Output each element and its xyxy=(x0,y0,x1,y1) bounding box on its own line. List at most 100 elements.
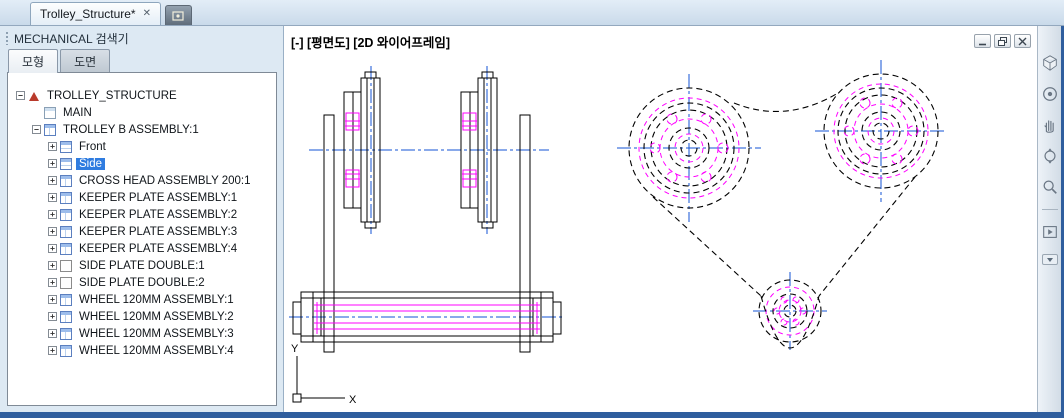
assembly-icon xyxy=(60,310,72,323)
pan-hand-icon[interactable] xyxy=(1041,116,1059,134)
tree-expander-icon[interactable]: + xyxy=(48,295,57,304)
tree-item[interactable]: + WHEEL 120MM ASSEMBLY:1 xyxy=(12,291,276,308)
viewport-visual-style-control[interactable]: [2D 와이어프레임] xyxy=(353,36,451,50)
tree-item[interactable]: + CROSS HEAD ASSEMBLY 200:1 xyxy=(12,172,276,189)
navigation-bar xyxy=(1037,26,1061,412)
viewport-view-control[interactable]: [평면도] xyxy=(306,36,350,50)
tree-expander-icon[interactable]: + xyxy=(48,227,57,236)
steering-wheel-icon[interactable] xyxy=(1041,85,1059,103)
tree-item[interactable]: + Front xyxy=(12,138,276,155)
tree-item[interactable]: + KEEPER PLATE ASSEMBLY:2 xyxy=(12,206,276,223)
tree-item-label: TROLLEY_STRUCTURE xyxy=(47,89,177,102)
document-tab[interactable]: Trolley_Structure* ✕ xyxy=(30,2,161,25)
tree-item-label: SIDE PLATE DOUBLE:2 xyxy=(79,276,205,289)
tab-model[interactable]: 모형 xyxy=(8,49,59,73)
model-tree[interactable]: − TROLLEY_STRUCTURE MAIN − TROLLEY B ASS… xyxy=(7,72,277,406)
tree-item-label: WHEEL 120MM ASSEMBLY:3 xyxy=(79,327,234,340)
document-tab-bar: Trolley_Structure* ✕ xyxy=(0,0,1064,26)
tree-item-label: KEEPER PLATE ASSEMBLY:4 xyxy=(79,242,238,255)
tree-item[interactable]: + KEEPER PLATE ASSEMBLY:3 xyxy=(12,223,276,240)
tree-item-label: WHEEL 120MM ASSEMBLY:2 xyxy=(79,310,234,323)
tree-item[interactable]: + WHEEL 120MM ASSEMBLY:2 xyxy=(12,308,276,325)
window-bottom-edge xyxy=(0,412,1064,418)
tree-item[interactable]: + SIDE PLATE DOUBLE:2 xyxy=(12,274,276,291)
tree-item[interactable]: MAIN xyxy=(12,104,276,121)
tab-close-icon[interactable]: ✕ xyxy=(142,8,151,19)
assembly-root-icon xyxy=(28,90,40,102)
part-icon xyxy=(60,259,72,272)
tree-item-label: WHEEL 120MM ASSEMBLY:1 xyxy=(79,293,234,306)
tree-item-label: Front xyxy=(79,140,106,153)
navbar-divider xyxy=(1041,209,1058,210)
viewport-menu-control[interactable]: [-] xyxy=(291,36,304,50)
browser-tabs: 모형 도면 xyxy=(0,49,283,73)
new-tab-icon xyxy=(172,10,185,21)
ucs-icon: Y X xyxy=(291,343,357,406)
zoom-icon[interactable] xyxy=(1041,178,1059,196)
mechanical-browser-panel: MECHANICAL 검색기 모형 도면 − TROLLEY_STRUCTURE… xyxy=(0,26,283,412)
close-icon xyxy=(1018,37,1027,45)
tree-expander-icon[interactable]: + xyxy=(48,210,57,219)
close-button[interactable] xyxy=(1014,34,1031,48)
tree-item[interactable]: + Side xyxy=(12,155,276,172)
tree-expander-icon[interactable]: + xyxy=(48,176,57,185)
tree-expander-icon[interactable]: + xyxy=(48,261,57,270)
assembly-icon xyxy=(60,191,72,204)
assembly-icon xyxy=(60,344,72,357)
minimize-icon xyxy=(979,43,986,45)
tree-item-label: KEEPER PLATE ASSEMBLY:3 xyxy=(79,225,238,238)
tree-item[interactable]: + WHEEL 120MM ASSEMBLY:3 xyxy=(12,325,276,342)
restore-button[interactable] xyxy=(994,34,1011,48)
tree-item[interactable]: + KEEPER PLATE ASSEMBLY:1 xyxy=(12,189,276,206)
restore-down-icon xyxy=(998,36,1007,46)
tree-expander-icon[interactable]: + xyxy=(48,244,57,253)
assembly-icon xyxy=(44,123,56,136)
tree-item-label: Side xyxy=(76,157,106,170)
tree-expander-icon[interactable]: + xyxy=(48,312,57,321)
tree-item-label: KEEPER PLATE ASSEMBLY:2 xyxy=(79,208,238,221)
view-icon xyxy=(60,157,72,170)
viewcube-icon[interactable] xyxy=(1041,54,1059,72)
tree-item-label: KEEPER PLATE ASSEMBLY:1 xyxy=(79,191,238,204)
panel-title: MECHANICAL 검색기 xyxy=(14,31,129,46)
tree-expander-icon[interactable]: + xyxy=(48,346,57,355)
tab-drawing[interactable]: 도면 xyxy=(60,49,111,72)
assembly-icon xyxy=(60,225,72,238)
tree-expander-icon[interactable]: + xyxy=(48,142,57,151)
tree-item[interactable]: + WHEEL 120MM ASSEMBLY:4 xyxy=(12,342,276,359)
tree-expander-icon[interactable]: + xyxy=(48,159,57,168)
panel-header: MECHANICAL 검색기 xyxy=(0,26,283,50)
plan-view-geometry xyxy=(617,60,947,350)
view-icon xyxy=(60,140,72,153)
tree-item-label: MAIN xyxy=(63,106,92,119)
tree-expander-icon[interactable]: + xyxy=(48,193,57,202)
drawing-canvas[interactable]: Y X [-] [평면도] [2D 와이어프레임] xyxy=(283,26,1037,412)
tree-item-label: TROLLEY B ASSEMBLY:1 xyxy=(63,123,199,136)
tree-expander-icon[interactable]: + xyxy=(48,278,57,287)
tree-item[interactable]: + KEEPER PLATE ASSEMBLY:4 xyxy=(12,240,276,257)
tree-item[interactable]: − TROLLEY B ASSEMBLY:1 xyxy=(12,121,276,138)
minimize-button[interactable] xyxy=(974,34,991,48)
tree-expander-icon[interactable]: + xyxy=(48,329,57,338)
new-drawing-tab-button[interactable] xyxy=(164,5,192,25)
panel-grip-icon[interactable] xyxy=(5,31,9,45)
showmotion-icon[interactable] xyxy=(1041,223,1059,241)
tree-item-label: SIDE PLATE DOUBLE:1 xyxy=(79,259,205,272)
navbar-expand-button[interactable] xyxy=(1041,254,1058,265)
viewport-controls: [-] [평면도] [2D 와이어프레임] xyxy=(291,32,450,51)
ucs-x-label: X xyxy=(349,394,357,406)
part-icon xyxy=(60,276,72,289)
ucs-y-label: Y xyxy=(291,343,299,355)
tree-item[interactable]: − TROLLEY_STRUCTURE xyxy=(12,87,276,104)
orbit-icon[interactable] xyxy=(1041,147,1059,165)
tree-expander-icon[interactable]: − xyxy=(32,125,41,134)
assembly-icon xyxy=(60,293,72,306)
tree-item-label: WHEEL 120MM ASSEMBLY:4 xyxy=(79,344,234,357)
tree-item[interactable]: + SIDE PLATE DOUBLE:1 xyxy=(12,257,276,274)
main-node-icon xyxy=(44,106,56,119)
tree-expander-icon[interactable]: − xyxy=(16,91,25,100)
document-tab-title: Trolley_Structure* xyxy=(40,7,136,21)
side-view-geometry xyxy=(289,66,565,353)
assembly-icon xyxy=(60,242,72,255)
assembly-icon xyxy=(60,208,72,221)
